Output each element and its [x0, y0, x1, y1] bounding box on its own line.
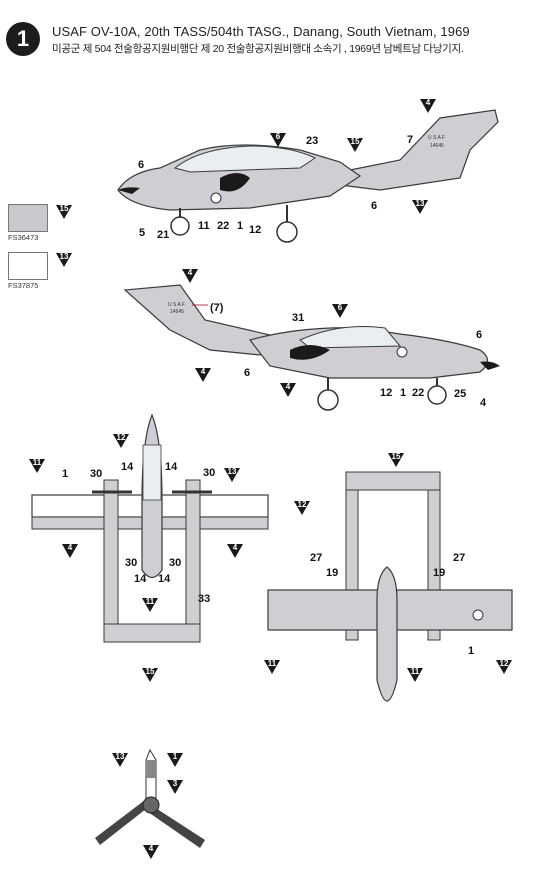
- propeller-paint-refs: 13 1 3 4: [112, 752, 183, 859]
- callout-12: 12: [249, 224, 261, 236]
- callout-14: 14: [165, 461, 178, 473]
- svg-text:4: 4: [149, 844, 154, 853]
- legend-ref-15: 15: [56, 204, 72, 219]
- svg-text:12: 12: [500, 659, 509, 668]
- right-side-paint-refs: 4 6 4 4: [182, 268, 348, 397]
- svg-text:13: 13: [116, 752, 125, 761]
- callout-27: 27: [310, 552, 322, 564]
- color-swatch-fs37875: [8, 252, 48, 280]
- scheme-subtitle-korean: 미공군 제 504 전술항공지원비행단 제 20 전술항공지원비행대 소속기 ,…: [52, 43, 464, 55]
- callout-22: 22: [412, 387, 424, 399]
- top-view-paint-refs: 12 11 13 12 4 4 11 15: [29, 433, 310, 682]
- svg-text:6: 6: [338, 303, 343, 312]
- svg-text:15: 15: [351, 137, 360, 146]
- svg-text:11: 11: [33, 458, 42, 467]
- color-swatch-fs36473: [8, 204, 48, 232]
- callout-1: 1: [400, 387, 406, 399]
- svg-text:11: 11: [268, 659, 277, 668]
- callout-6: 6: [244, 367, 250, 379]
- callout-14: 14: [121, 461, 134, 473]
- callout-5: 5: [139, 227, 145, 239]
- svg-text:15: 15: [392, 452, 401, 461]
- callout-12: 12: [380, 387, 392, 399]
- callout-14: 14: [134, 573, 147, 585]
- bottom-view: [267, 471, 513, 702]
- callout-25: 25: [454, 388, 466, 400]
- svg-text:4: 4: [201, 367, 206, 376]
- callout-4: 4: [480, 397, 487, 409]
- right-side-callouts: (7) 31 6 6 12 1 22 25 4: [210, 302, 487, 409]
- svg-text:4: 4: [426, 98, 431, 107]
- callout-1: 1: [62, 468, 68, 480]
- scheme-title: USAF OV-10A, 20th TASS/504th TASG., Dana…: [52, 24, 470, 39]
- callout-30: 30: [169, 557, 181, 569]
- svg-text:11: 11: [411, 667, 420, 676]
- callout-6: 6: [371, 200, 377, 212]
- color-code-fs37875: FS37875: [8, 281, 39, 290]
- callout-6: 6: [476, 329, 482, 341]
- top-view-callouts: 1 30 14 14 30 30 14 14 30 33: [62, 461, 215, 605]
- callout-30: 30: [203, 467, 215, 479]
- callout-6: 6: [138, 159, 144, 171]
- svg-text:13: 13: [228, 467, 237, 476]
- right-side-view: U S A F 14645: [123, 284, 500, 411]
- svg-text:11: 11: [146, 597, 155, 606]
- callout-7: 7: [407, 134, 413, 146]
- svg-text:15: 15: [60, 204, 69, 213]
- svg-text:1: 1: [173, 752, 178, 761]
- svg-text:6: 6: [276, 132, 281, 141]
- callout-31: 31: [292, 312, 304, 324]
- svg-text:13: 13: [416, 199, 425, 208]
- svg-text:3: 3: [173, 779, 178, 788]
- svg-text:4: 4: [68, 543, 73, 552]
- callout-14: 14: [158, 573, 171, 585]
- tail-serial-right: 14645: [170, 309, 184, 315]
- bottom-view-paint-refs: 15 11 11 12: [264, 452, 512, 682]
- callout-1: 1: [468, 645, 474, 657]
- bottom-view-callouts: 27 19 19 27 1: [310, 552, 474, 657]
- callout-1: 1: [237, 220, 243, 232]
- svg-text:4: 4: [286, 382, 291, 391]
- color-code-fs36473: FS36473: [8, 233, 39, 242]
- svg-text:12: 12: [298, 500, 307, 509]
- callout-33: 33: [198, 593, 210, 605]
- callout-19: 19: [433, 567, 445, 579]
- top-view: [31, 413, 269, 643]
- svg-text:15: 15: [146, 667, 155, 676]
- legend-ref-13: 13: [56, 252, 72, 267]
- left-side-view: U S A F 14645: [117, 109, 499, 243]
- left-side-callouts: 6 5 21 11 22 1 12 23 7 6: [138, 134, 413, 241]
- svg-text:12: 12: [117, 433, 126, 442]
- svg-text:4: 4: [233, 543, 238, 552]
- callout-30: 30: [90, 468, 102, 480]
- tail-usaf-text-right: U S A F: [168, 302, 185, 308]
- callout-7-paren: (7): [210, 302, 224, 314]
- callout-30: 30: [125, 557, 137, 569]
- callout-27: 27: [453, 552, 465, 564]
- callout-23: 23: [306, 135, 318, 147]
- callout-19: 19: [326, 567, 338, 579]
- callout-11: 11: [198, 220, 210, 232]
- tail-usaf-text-left: U S A F: [428, 135, 445, 141]
- left-side-paint-refs: 6 15 4 13: [270, 98, 436, 214]
- propeller-view: [95, 748, 205, 848]
- step-number-badge: 1: [6, 22, 40, 56]
- svg-text:4: 4: [188, 268, 193, 277]
- tail-serial-left: 14645: [430, 143, 444, 149]
- callout-22: 22: [217, 220, 229, 232]
- svg-text:13: 13: [60, 252, 69, 261]
- callout-21: 21: [157, 229, 169, 241]
